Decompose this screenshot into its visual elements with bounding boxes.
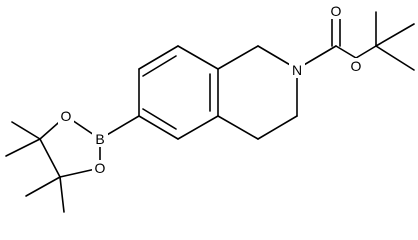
atom-label-pinacol-oxygen-upper: O [61, 108, 72, 124]
bond-ester-o-tbu [355, 45, 377, 59]
atom-label-boron: B [95, 131, 104, 147]
atom-labels: O O N B O O [58, 3, 364, 176]
bond-tbu-methyl-right-down [375, 45, 415, 71]
bond-c1-top [217, 45, 259, 70]
bond-pinacol-methyl-3 [25, 176, 61, 197]
bond-c-c-pinacol [39, 138, 61, 178]
bond-tbu-methyl-right-up [375, 23, 415, 47]
bond-ring-top-right [177, 45, 219, 70]
bond-ring-bottom-left [138, 115, 179, 140]
bond-pinacol-methyl-2 [5, 138, 41, 157]
atom-label-carbonyl-oxygen: O [331, 3, 342, 19]
bond-ring-top-inner [142, 55, 177, 77]
bond-ring-bottom-right [177, 115, 219, 140]
bond-ring-top [138, 45, 179, 70]
bond-carbonyl-ester-o [335, 45, 357, 59]
atom-label-pinacol-oxygen-lower: O [95, 160, 106, 176]
bond-pinacol-methyl-1 [11, 121, 41, 140]
bond-ring-bottom-left-inner [142, 108, 177, 130]
bond-c3-c4 [257, 115, 298, 140]
bond-pinacol-methyl-4 [59, 176, 65, 213]
atom-label-ester-oxygen: O [351, 58, 362, 74]
bond-c4-fusion [217, 115, 259, 140]
atom-label-nitrogen: N [292, 62, 302, 78]
chemical-structure-diagram: O O N B O O [5, 3, 415, 213]
